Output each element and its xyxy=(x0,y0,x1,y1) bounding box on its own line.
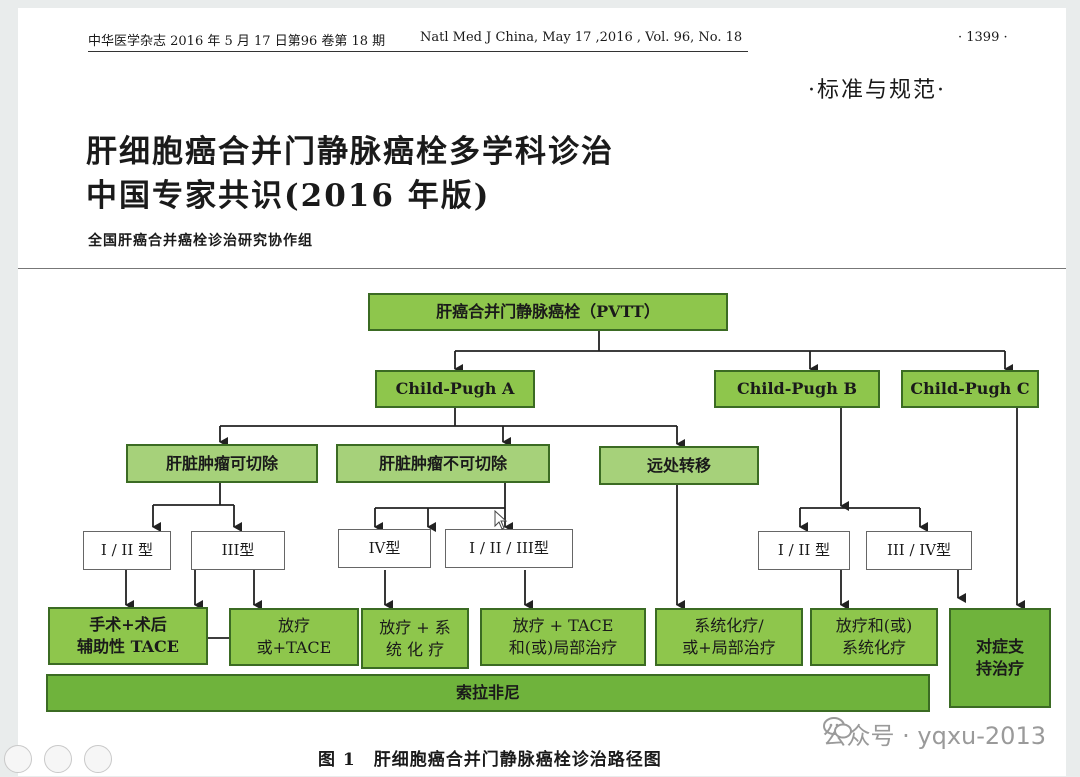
treatment-surgery-line2: 辅助性 TACE xyxy=(77,637,179,656)
figure-caption-label: 图 1 xyxy=(318,750,356,770)
treatment-radio-chemo-line2: 统 化 疗 xyxy=(385,639,445,659)
mouse-cursor-icon xyxy=(494,510,508,530)
figure-caption: 图 1 肝细胞癌合并门静脉癌栓诊治路径图 xyxy=(318,745,680,770)
wechat-icon xyxy=(822,717,852,739)
treatment-radio-chemo-line1: 放疗 + 系 xyxy=(379,617,451,637)
watermark: 公众号 · yqxu-2013 xyxy=(822,716,1046,751)
flowchart-connectors xyxy=(125,331,1025,643)
journal-header-en: Natl Med J China, May 17 ,2016 , Vol. 96… xyxy=(420,30,743,45)
article-title-line2: 中国专家共识(2016 年版) xyxy=(86,178,491,214)
treatment-radio-chemo-node: 放疗 + 系 统 化 疗 xyxy=(361,608,469,669)
treatment-radio-and-or-node: 放疗和(或) 系统化疗 xyxy=(810,608,938,666)
header-divider xyxy=(18,268,1066,269)
watermark-text: 公众号 · yqxu-2013 xyxy=(822,722,1046,750)
type-1-2-node-a: I / II 型 xyxy=(83,531,171,570)
type-3-node: III型 xyxy=(191,531,285,570)
treatment-radio-and-or-line2: 系统化疗 xyxy=(841,638,906,657)
child-pugh-a-node: Child-Pugh A xyxy=(375,370,535,408)
treatment-surgery-node: 手术+术后 辅助性 TACE xyxy=(48,607,208,665)
resectable-node: 肝脏肿瘤可切除 xyxy=(126,444,318,483)
treatment-radio-and-or-line1: 放疗和(或) xyxy=(835,616,913,636)
header-underline xyxy=(88,51,748,52)
figure-caption-text: 肝细胞癌合并门静脉癌栓诊治路径图 xyxy=(373,750,662,770)
home-icon[interactable] xyxy=(4,745,32,773)
treatment-radio-tace-line2: 或+TACE xyxy=(256,638,332,657)
treatment-radio-tace-local-node: 放疗 + TACE 和(或)局部治疗 xyxy=(480,608,646,666)
treatment-systemic-line2: 或+局部治疗 xyxy=(682,638,776,657)
treatment-supportive-line1: 对症支 xyxy=(975,637,1024,657)
treatment-supportive-node: 对症支 持治疗 xyxy=(949,608,1051,708)
section-label: ·标准与规范· xyxy=(808,78,946,103)
treatment-radio-tace-local-line2: 和(或)局部治疗 xyxy=(508,638,618,657)
treatment-systemic-node: 系统化疗/ 或+局部治疗 xyxy=(655,608,803,666)
article-title-line1: 肝细胞癌合并门静脉癌栓多学科诊治 xyxy=(86,134,614,170)
distant-metastasis-node: 远处转移 xyxy=(599,446,759,485)
article-author: 全国肝癌合并癌栓诊治研究协作组 xyxy=(88,233,313,249)
document-page: 中华医学杂志 2016 年 5 月 17 日第96 卷第 18 期 Natl M… xyxy=(18,8,1066,776)
treatment-systemic-line1: 系统化疗/ xyxy=(694,616,764,636)
treatment-radio-tace-line1: 放疗 xyxy=(277,616,310,636)
type-1-2-3-node: I / II / III型 xyxy=(445,529,573,568)
type-3-4-node: III / IV型 xyxy=(866,531,972,570)
treatment-radio-tace-local-line1: 放疗 + TACE xyxy=(512,616,614,636)
unresectable-node: 肝脏肿瘤不可切除 xyxy=(336,444,550,483)
treatment-radio-tace-node: 放疗 或+TACE xyxy=(229,608,359,666)
type-4-node: IV型 xyxy=(338,529,431,568)
page-number: · 1399 · xyxy=(958,30,1008,45)
child-pugh-c-node: Child-Pugh C xyxy=(901,370,1039,408)
child-pugh-b-node: Child-Pugh B xyxy=(714,370,880,408)
journal-header-cn: 中华医学杂志 2016 年 5 月 17 日第96 卷第 18 期 xyxy=(88,34,386,49)
more-icon[interactable] xyxy=(84,745,112,773)
zoom-icon[interactable] xyxy=(44,745,72,773)
treatment-surgery-line1: 手术+术后 xyxy=(89,615,167,635)
type-1-2-node-b: I / II 型 xyxy=(758,531,850,570)
root-node-pvtt: 肝癌合并门静脉癌栓（PVTT） xyxy=(368,293,728,331)
treatment-supportive-line2: 持治疗 xyxy=(975,659,1024,678)
sorafenib-bar: 索拉非尼 xyxy=(46,674,930,712)
